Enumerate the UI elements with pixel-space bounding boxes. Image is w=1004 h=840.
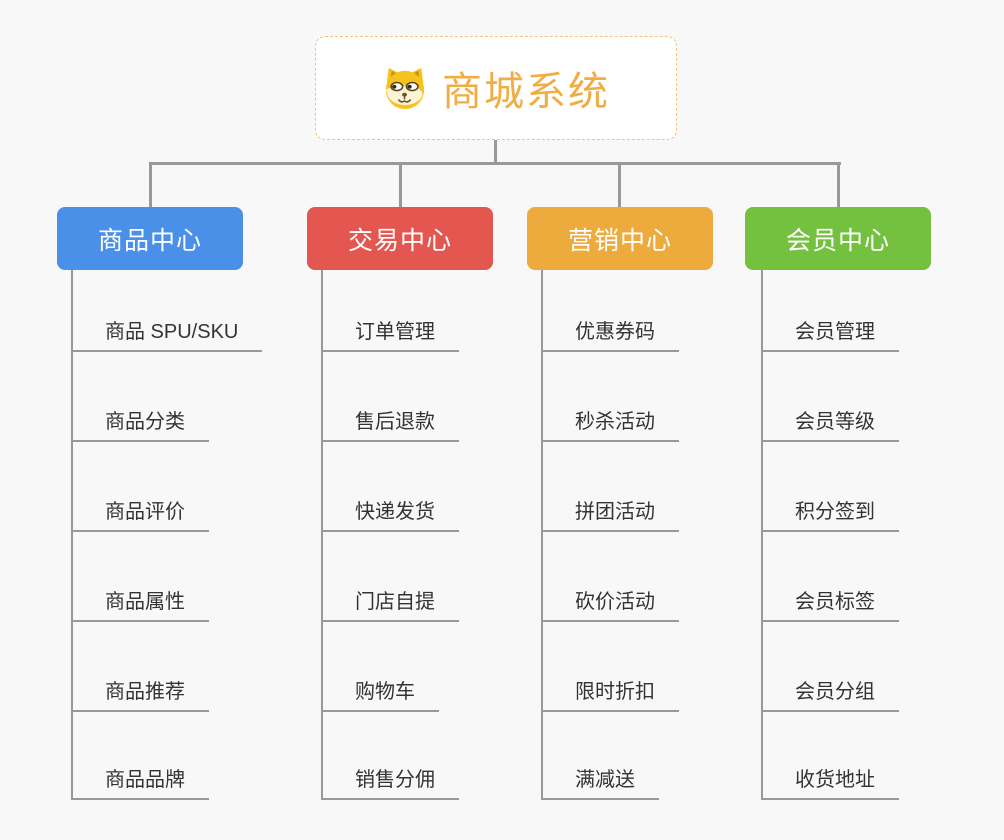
shiba-dog-icon bbox=[385, 67, 425, 110]
connector-drop bbox=[149, 162, 152, 208]
leaf-node[interactable]: 售后退款 bbox=[321, 406, 459, 442]
leaf-label: 购物车 bbox=[355, 681, 415, 703]
leaf-node[interactable]: 会员分组 bbox=[761, 676, 899, 712]
branch-node-marketing-center[interactable]: 营销中心 bbox=[527, 207, 713, 270]
leaf-node[interactable]: 购物车 bbox=[321, 676, 439, 712]
branch-spine bbox=[71, 270, 73, 800]
leaf-node[interactable]: 商品 SPU/SKU bbox=[71, 316, 263, 352]
branch-node-member-center[interactable]: 会员中心 bbox=[745, 207, 931, 270]
root-title: 商城系统 bbox=[442, 70, 610, 114]
branch-spine bbox=[321, 270, 323, 800]
leaf-label: 会员管理 bbox=[795, 321, 875, 343]
connector-bus bbox=[149, 162, 841, 165]
leaf-label: 拼团活动 bbox=[575, 501, 655, 523]
leaf-node[interactable]: 会员标签 bbox=[761, 586, 899, 622]
leaf-label: 会员标签 bbox=[795, 591, 875, 613]
leaf-label: 商品品牌 bbox=[105, 769, 185, 791]
branch-label: 交易中心 bbox=[347, 226, 452, 255]
leaf-node[interactable]: 商品评价 bbox=[71, 496, 209, 532]
leaf-node[interactable]: 会员管理 bbox=[761, 316, 899, 352]
leaf-node[interactable]: 拼团活动 bbox=[541, 496, 679, 532]
leaf-label: 限时折扣 bbox=[575, 681, 655, 703]
leaf-label: 砍价活动 bbox=[575, 591, 655, 613]
branch-node-trade-center[interactable]: 交易中心 bbox=[307, 207, 493, 270]
leaf-label: 满减送 bbox=[575, 769, 635, 791]
leaf-node[interactable]: 商品品牌 bbox=[71, 764, 209, 800]
leaf-label: 会员等级 bbox=[795, 411, 875, 433]
leaf-label: 快递发货 bbox=[355, 501, 435, 523]
leaf-label: 订单管理 bbox=[355, 321, 435, 343]
connector-drop bbox=[399, 162, 402, 208]
leaf-node[interactable]: 销售分佣 bbox=[321, 764, 459, 800]
leaf-node[interactable]: 商品推荐 bbox=[71, 676, 209, 712]
branch-spine bbox=[761, 270, 763, 800]
leaf-node[interactable]: 快递发货 bbox=[321, 496, 459, 532]
leaf-label: 商品 SPU/SKU bbox=[105, 321, 239, 343]
leaf-label: 门店自提 bbox=[355, 591, 435, 613]
leaf-node[interactable]: 积分签到 bbox=[761, 496, 899, 532]
leaf-label: 秒杀活动 bbox=[575, 411, 655, 433]
connector-drop bbox=[618, 162, 621, 208]
leaf-node[interactable]: 优惠券码 bbox=[541, 316, 679, 352]
branch-label: 商品中心 bbox=[97, 226, 202, 255]
leaf-label: 优惠券码 bbox=[575, 321, 655, 343]
leaf-label: 销售分佣 bbox=[355, 769, 435, 791]
leaf-node[interactable]: 砍价活动 bbox=[541, 586, 679, 622]
branch-node-product-center[interactable]: 商品中心 bbox=[57, 207, 243, 270]
leaf-node[interactable]: 门店自提 bbox=[321, 586, 459, 622]
leaf-node[interactable]: 限时折扣 bbox=[541, 676, 679, 712]
leaf-label: 会员分组 bbox=[795, 681, 875, 703]
leaf-label: 商品分类 bbox=[105, 411, 185, 433]
leaf-node[interactable]: 收货地址 bbox=[761, 764, 899, 800]
leaf-label: 商品评价 bbox=[105, 501, 185, 523]
branch-label: 会员中心 bbox=[785, 226, 890, 255]
connector-root-stub bbox=[494, 139, 497, 163]
branch-spine bbox=[541, 270, 543, 800]
leaf-node[interactable]: 订单管理 bbox=[321, 316, 459, 352]
branch-label: 营销中心 bbox=[567, 226, 672, 255]
leaf-node[interactable]: 商品属性 bbox=[71, 586, 209, 622]
leaf-label: 积分签到 bbox=[795, 501, 875, 523]
leaf-node[interactable]: 商品分类 bbox=[71, 406, 209, 442]
leaf-label: 商品推荐 bbox=[105, 681, 185, 703]
leaf-label: 收货地址 bbox=[795, 769, 875, 791]
root-node[interactable]: 商城系统 bbox=[315, 36, 677, 140]
leaf-label: 商品属性 bbox=[105, 591, 185, 613]
leaf-node[interactable]: 秒杀活动 bbox=[541, 406, 679, 442]
leaf-node[interactable]: 满减送 bbox=[541, 764, 659, 800]
connector-drop bbox=[837, 162, 840, 208]
leaf-label: 售后退款 bbox=[355, 411, 435, 433]
leaf-node[interactable]: 会员等级 bbox=[761, 406, 899, 442]
